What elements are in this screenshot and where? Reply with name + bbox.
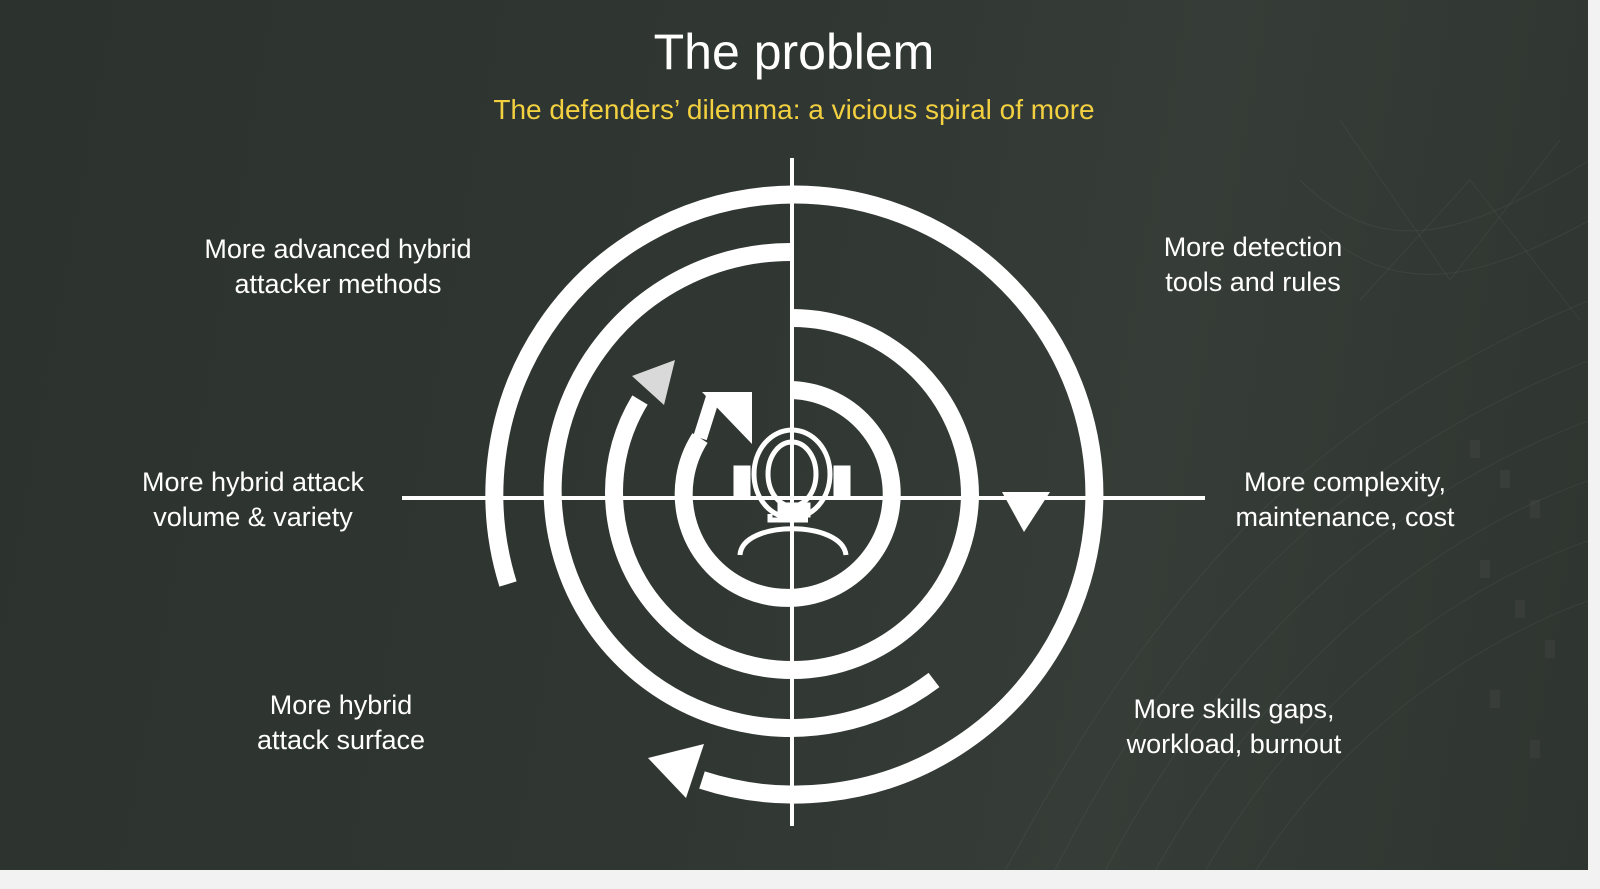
arrowhead-upper-left [632, 360, 675, 405]
label-detection-tools-line1: More detection [1163, 232, 1343, 262]
label-advanced-methods-line1: More advanced hybrid [204, 234, 472, 264]
spiral-ring-inner [674, 381, 901, 607]
label-attack-surface-line1: More hybrid [269, 690, 413, 720]
label-skills-gaps-line1: More skills gaps, [1133, 694, 1335, 724]
label-attack-surface-line2: attack surface [256, 725, 426, 755]
label-detection-tools: More detection tools and rules [1133, 230, 1373, 300]
label-advanced-methods-line2: attacker methods [234, 269, 442, 299]
analyst-headset-icon [733, 427, 851, 556]
label-attack-volume: More hybrid attack volume & variety [122, 465, 384, 535]
inner-turn-arrow [693, 392, 752, 444]
label-complexity: More complexity, maintenance, cost [1214, 465, 1476, 535]
label-attack-volume-line2: volume & variety [153, 502, 353, 532]
label-attack-volume-line1: More hybrid attack [141, 467, 365, 497]
label-complexity-line1: More complexity, [1243, 467, 1447, 497]
label-attack-surface: More hybrid attack surface [228, 688, 454, 758]
spiral-ring-outer [485, 185, 1104, 804]
right-margin [1588, 0, 1600, 889]
label-advanced-methods: More advanced hybrid attacker methods [188, 232, 488, 302]
slide-subtitle: The defenders’ dilemma: a vicious spiral… [493, 94, 1095, 125]
slide-title: The problem [653, 24, 935, 80]
spiral-ring-third [604, 309, 980, 680]
label-detection-tools-line2: tools and rules [1165, 267, 1341, 297]
label-skills-gaps-line2: workload, burnout [1126, 729, 1342, 759]
arrowhead-bottom-left [648, 744, 704, 798]
spiral-ring-second [543, 242, 940, 737]
label-skills-gaps: More skills gaps, workload, burnout [1105, 692, 1363, 762]
arrowhead-down-right [1002, 492, 1050, 532]
label-complexity-line2: maintenance, cost [1235, 502, 1455, 532]
bottom-margin [0, 870, 1600, 889]
